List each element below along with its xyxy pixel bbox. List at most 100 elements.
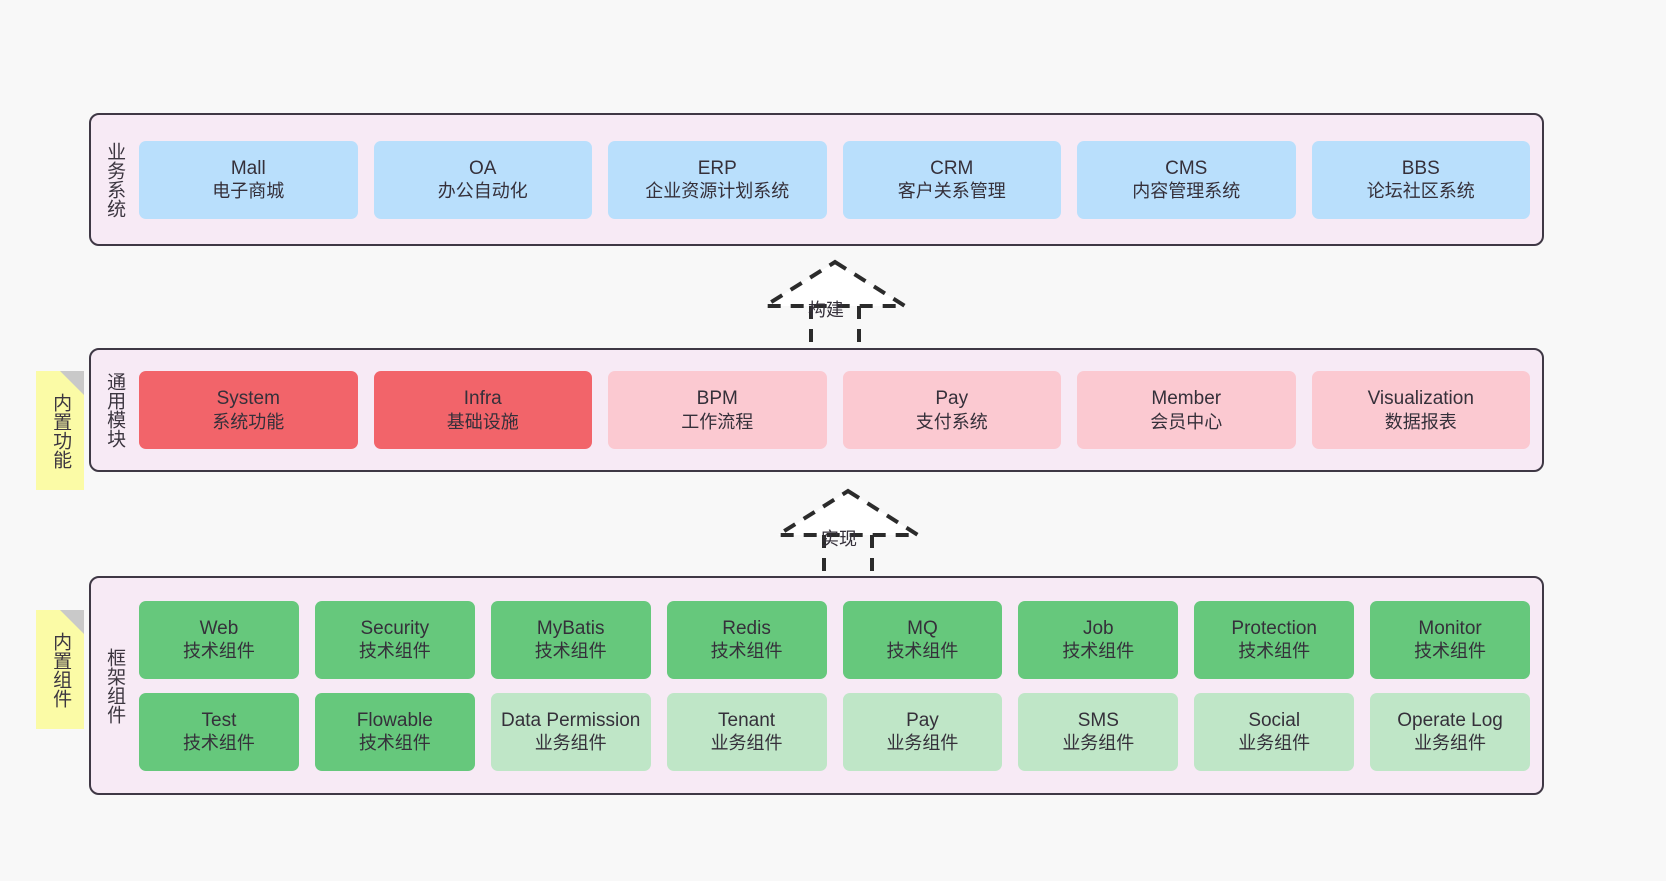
component-card-web[interactable]: Web 技术组件 — [139, 600, 299, 679]
module-card-mall[interactable]: Mall 电子商城 — [139, 140, 358, 219]
module-card-pay[interactable]: Pay 支付系统 — [842, 371, 1061, 449]
component-desc: 业务组件 — [1238, 733, 1311, 754]
layer-body-common-module: System 系统功能 Infra 基础设施 BPM 工作流程 Pay 支付系统… — [137, 350, 1542, 470]
component-desc: 技术组件 — [886, 641, 959, 662]
component-name: Job — [1082, 617, 1114, 639]
component-name: SMS — [1077, 709, 1119, 731]
component-card-monitor[interactable]: Monitor 技术组件 — [1370, 600, 1530, 679]
layer-common-module: 通用模块 System 系统功能 Infra 基础设施 BPM 工作流程 Pay — [89, 348, 1544, 472]
connector-shaft — [822, 535, 874, 579]
module-desc: 办公自动化 — [437, 181, 528, 202]
module-desc: 工作流程 — [681, 411, 754, 432]
component-desc: 技术组件 — [358, 733, 431, 754]
connector-build: 构建 — [755, 258, 915, 350]
module-name: Pay — [935, 388, 969, 410]
module-card-visualization[interactable]: Visualization 数据报表 — [1311, 371, 1530, 449]
component-name: Redis — [722, 617, 771, 639]
module-name: Infra — [463, 388, 502, 410]
component-card-job[interactable]: Job 技术组件 — [1018, 600, 1179, 679]
component-desc: 技术组件 — [182, 733, 255, 754]
module-row: Test 技术组件 Flowable 技术组件 Data Permission … — [139, 692, 1530, 771]
component-desc: 技术组件 — [358, 641, 431, 662]
module-desc: 内容管理系统 — [1132, 181, 1241, 202]
module-name: OA — [469, 157, 497, 179]
component-card-tenant[interactable]: Tenant 业务组件 — [666, 692, 827, 771]
layer-body-framework-component: Web 技术组件 Security 技术组件 MyBatis 技术组件 Redi… — [137, 578, 1542, 793]
component-desc: 技术组件 — [710, 641, 783, 662]
component-name: Data Permission — [500, 709, 641, 731]
component-card-mq[interactable]: MQ 技术组件 — [842, 600, 1003, 679]
component-card-test[interactable]: Test 技术组件 — [139, 692, 299, 771]
module-name: CRM — [930, 157, 974, 179]
component-desc: 业务组件 — [710, 733, 783, 754]
component-name: Pay — [906, 709, 939, 731]
module-row: Mall 电子商城 OA 办公自动化 ERP 企业资源计划系统 CRM 客户关系… — [139, 140, 1530, 219]
component-card-data-permission[interactable]: Data Permission 业务组件 — [490, 692, 651, 771]
module-card-oa[interactable]: OA 办公自动化 — [373, 140, 592, 219]
generalization-triangle-icon — [758, 259, 912, 308]
connector-label-build: 构建 — [808, 300, 844, 320]
module-name: Member — [1151, 388, 1222, 410]
layer-framework-component: 框架组件 Web 技术组件 Security 技术组件 MyBatis 技术组件… — [89, 576, 1544, 795]
component-card-social[interactable]: Social 业务组件 — [1194, 692, 1355, 771]
component-name: Monitor — [1418, 617, 1482, 639]
component-card-mybatis[interactable]: MyBatis 技术组件 — [490, 600, 651, 679]
component-card-operate-log[interactable]: Operate Log 业务组件 — [1370, 692, 1530, 771]
module-row: Web 技术组件 Security 技术组件 MyBatis 技术组件 Redi… — [139, 600, 1530, 679]
module-name: Visualization — [1367, 388, 1474, 410]
module-desc: 会员中心 — [1150, 411, 1223, 432]
component-name: Test — [201, 709, 237, 731]
module-desc: 数据报表 — [1384, 411, 1457, 432]
note-fold-icon — [60, 610, 84, 634]
module-desc: 客户关系管理 — [897, 181, 1006, 202]
module-name: System — [216, 388, 280, 410]
component-name: Protection — [1231, 617, 1317, 639]
component-card-sms[interactable]: SMS 业务组件 — [1018, 692, 1179, 771]
component-name: Security — [360, 617, 430, 639]
component-desc: 业务组件 — [534, 733, 607, 754]
sticky-note-label: 内置功能 — [50, 392, 72, 469]
component-name: MQ — [907, 617, 938, 639]
layer-title-framework-component: 框架组件 — [104, 647, 126, 724]
component-desc: 业务组件 — [886, 733, 959, 754]
component-card-redis[interactable]: Redis 技术组件 — [666, 600, 827, 679]
module-card-infra[interactable]: Infra 基础设施 — [373, 371, 592, 449]
note-fold-icon — [60, 371, 84, 395]
module-desc: 系统功能 — [212, 411, 285, 432]
component-card-security[interactable]: Security 技术组件 — [314, 600, 475, 679]
component-card-pay[interactable]: Pay 业务组件 — [842, 692, 1003, 771]
layer-body-business-system: Mall 电子商城 OA 办公自动化 ERP 企业资源计划系统 CRM 客户关系… — [137, 115, 1542, 244]
module-desc: 企业资源计划系统 — [645, 181, 790, 202]
module-name: CMS — [1165, 157, 1208, 179]
component-name: Social — [1248, 709, 1301, 731]
module-name: ERP — [697, 157, 737, 179]
module-desc: 支付系统 — [915, 411, 988, 432]
module-desc: 基础设施 — [446, 411, 519, 432]
component-desc: 技术组件 — [1238, 641, 1311, 662]
layer-title-business-system: 业务系统 — [104, 141, 126, 218]
component-name: Operate Log — [1397, 709, 1503, 731]
component-desc: 业务组件 — [1414, 733, 1487, 754]
module-card-system[interactable]: System 系统功能 — [139, 371, 358, 449]
layer-title-common-module: 通用模块 — [104, 372, 126, 448]
component-desc: 技术组件 — [182, 641, 255, 662]
component-card-flowable[interactable]: Flowable 技术组件 — [314, 692, 475, 771]
module-name: BPM — [696, 388, 738, 410]
sticky-note-label: 内置组件 — [50, 631, 72, 708]
sticky-note-builtin-component: 内置组件 — [36, 610, 84, 729]
module-card-erp[interactable]: ERP 企业资源计划系统 — [608, 140, 827, 219]
module-card-crm[interactable]: CRM 客户关系管理 — [842, 140, 1061, 219]
module-card-member[interactable]: Member 会员中心 — [1077, 371, 1296, 449]
module-card-bbs[interactable]: BBS 论坛社区系统 — [1311, 140, 1530, 219]
component-name: Flowable — [356, 709, 433, 731]
component-card-protection[interactable]: Protection 技术组件 — [1194, 600, 1355, 679]
module-card-cms[interactable]: CMS 内容管理系统 — [1077, 140, 1296, 219]
layer-business-system: 业务系统 Mall 电子商城 OA 办公自动化 ERP 企业资源计划系统 CRM — [89, 113, 1544, 246]
module-row: System 系统功能 Infra 基础设施 BPM 工作流程 Pay 支付系统… — [139, 371, 1530, 449]
module-card-bpm[interactable]: BPM 工作流程 — [608, 371, 827, 449]
component-name: Web — [199, 617, 239, 639]
module-desc: 电子商城 — [212, 181, 285, 202]
sticky-note-builtin-feature: 内置功能 — [36, 371, 84, 490]
module-desc: 论坛社区系统 — [1366, 181, 1475, 202]
